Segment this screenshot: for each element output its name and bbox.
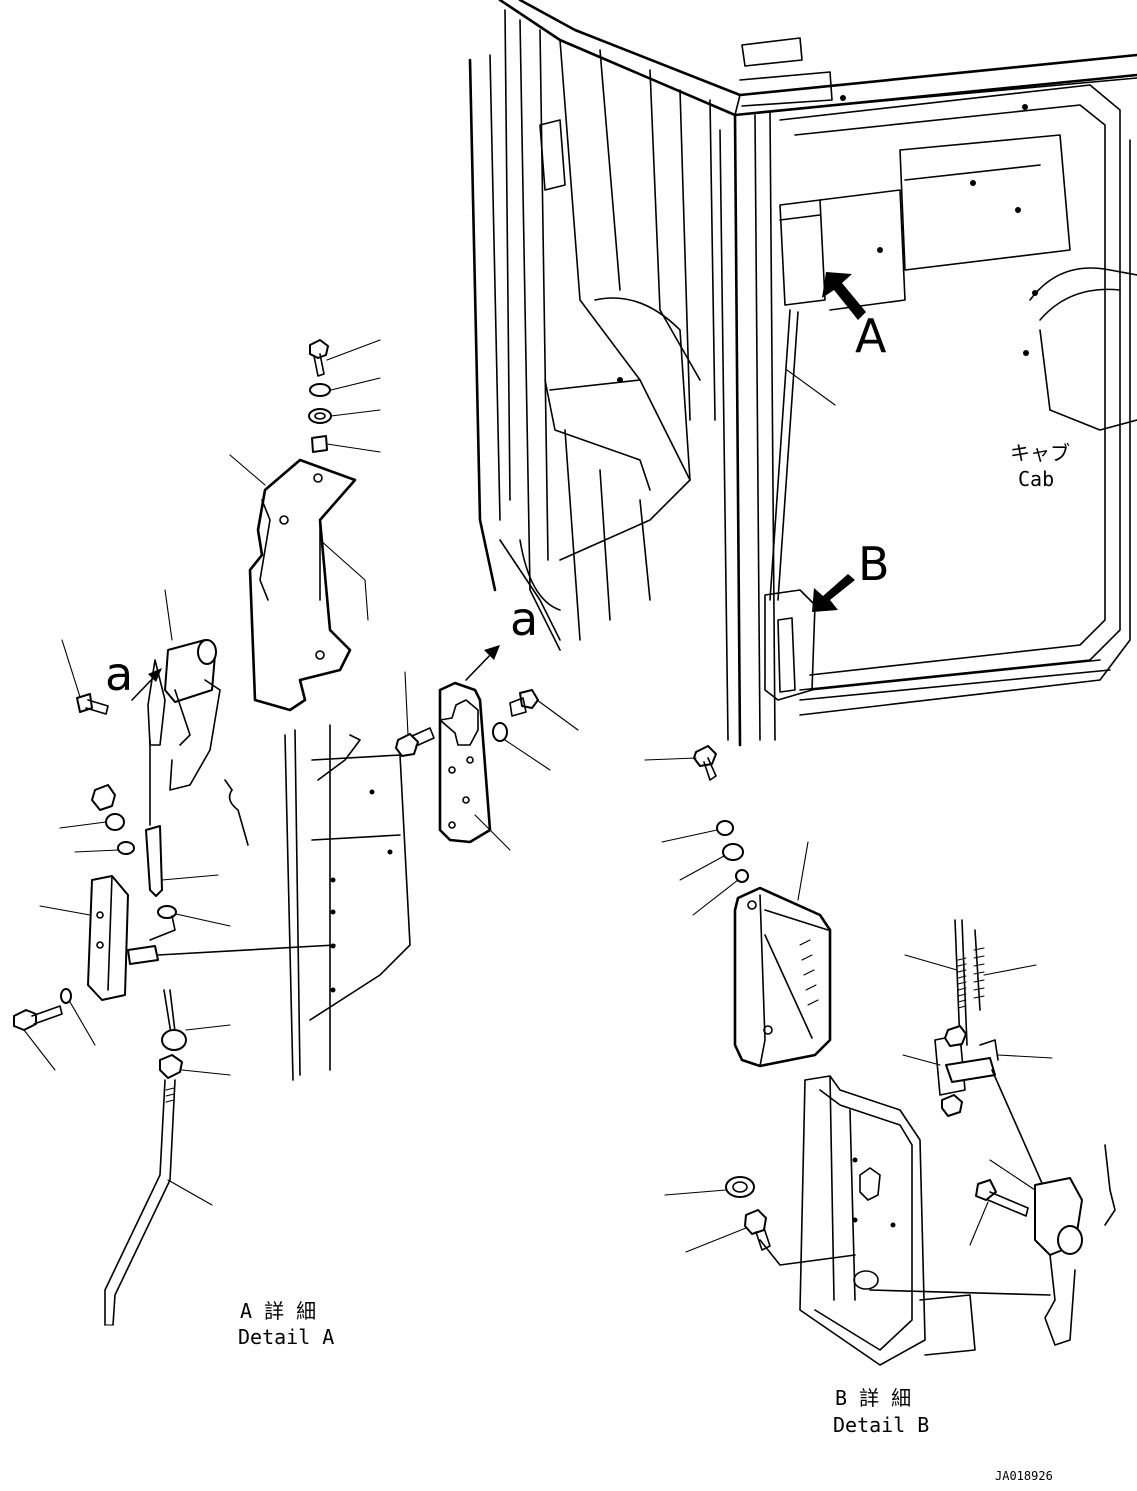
plate-assembly: a (319, 539, 579, 851)
view-a-label: A (855, 309, 887, 363)
view-arrow-b: B (812, 537, 890, 612)
drawing-id: JA018926 (995, 1469, 1053, 1483)
cab-frame (468, 0, 1137, 747)
detail-b-assembly (644, 745, 1116, 1366)
cab-label-en: Cab (1018, 467, 1054, 491)
cab-label-jp: キャブ (1010, 441, 1070, 465)
detail-a-title-jp: A 詳 細 (240, 1299, 316, 1323)
arrow-a-right-label: a (510, 592, 538, 646)
detail-b-title-jp: B 詳 細 (835, 1386, 911, 1410)
detail-a-assembly: a (13, 339, 411, 1326)
view-b-label: B (858, 537, 890, 591)
detail-a-title-en: Detail A (238, 1325, 334, 1349)
view-arrow-a: A (822, 272, 887, 363)
detail-b-title-en: Detail B (833, 1413, 929, 1437)
arrow-a-left-label: a (105, 647, 133, 701)
